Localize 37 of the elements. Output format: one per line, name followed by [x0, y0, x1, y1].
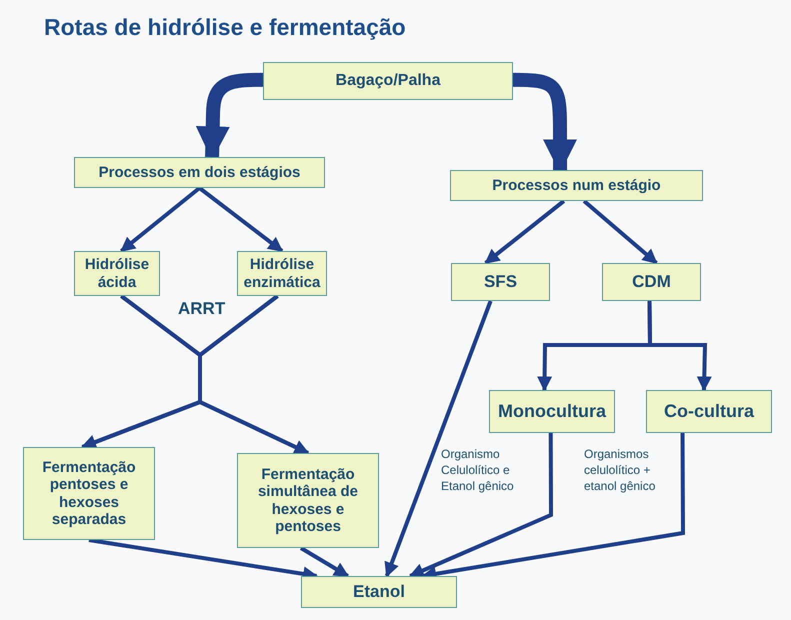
- process-box: [451, 263, 550, 301]
- box-label: Hidrólise ácida: [84, 256, 150, 291]
- arrow: [384, 300, 492, 578]
- process-box: [646, 390, 772, 433]
- arrow: [300, 546, 350, 578]
- box-label: Fermentação pentoses e hexoses separadas: [41, 459, 137, 528]
- process-box: [602, 263, 701, 301]
- box-label: Etanol: [353, 582, 405, 602]
- process-box: [237, 251, 327, 296]
- box-label: SFS: [484, 272, 518, 292]
- box-label: CDM: [632, 272, 671, 292]
- arrow: [198, 186, 284, 253]
- process-box: [74, 157, 325, 188]
- arrow: [484, 199, 566, 265]
- process-box: [450, 170, 703, 201]
- route-label: ARRT: [178, 298, 226, 320]
- arrow: [198, 294, 310, 455]
- box-label: Processos em dois estágios: [98, 164, 300, 182]
- process-box: [263, 62, 513, 100]
- arrow: [582, 199, 658, 265]
- box-label: Hidrólise enzimática: [242, 256, 322, 291]
- arrow: [408, 433, 553, 578]
- process-box: [23, 447, 155, 540]
- annotation-text: Organismos celulolítico + etanol gênico: [584, 446, 656, 495]
- annotation-text: Organismo Celulolítico e Etanol gênico: [441, 446, 515, 495]
- box-label: Co-cultura: [664, 401, 754, 422]
- arrow: [120, 186, 201, 253]
- arrow: [648, 300, 712, 392]
- box-label: Monocultura: [498, 401, 606, 422]
- process-box: [74, 251, 160, 296]
- process-box: [237, 453, 379, 548]
- box-label: Processos num estágio: [492, 176, 661, 194]
- box-label: Fermentação simultânea de hexoses e pentoses: [256, 466, 360, 535]
- box-label: Bagaço/Palha: [336, 72, 440, 90]
- process-box: [489, 390, 615, 433]
- diagram-title: Rotas de hidrólise e fermentação: [44, 14, 406, 41]
- process-box: [301, 576, 457, 608]
